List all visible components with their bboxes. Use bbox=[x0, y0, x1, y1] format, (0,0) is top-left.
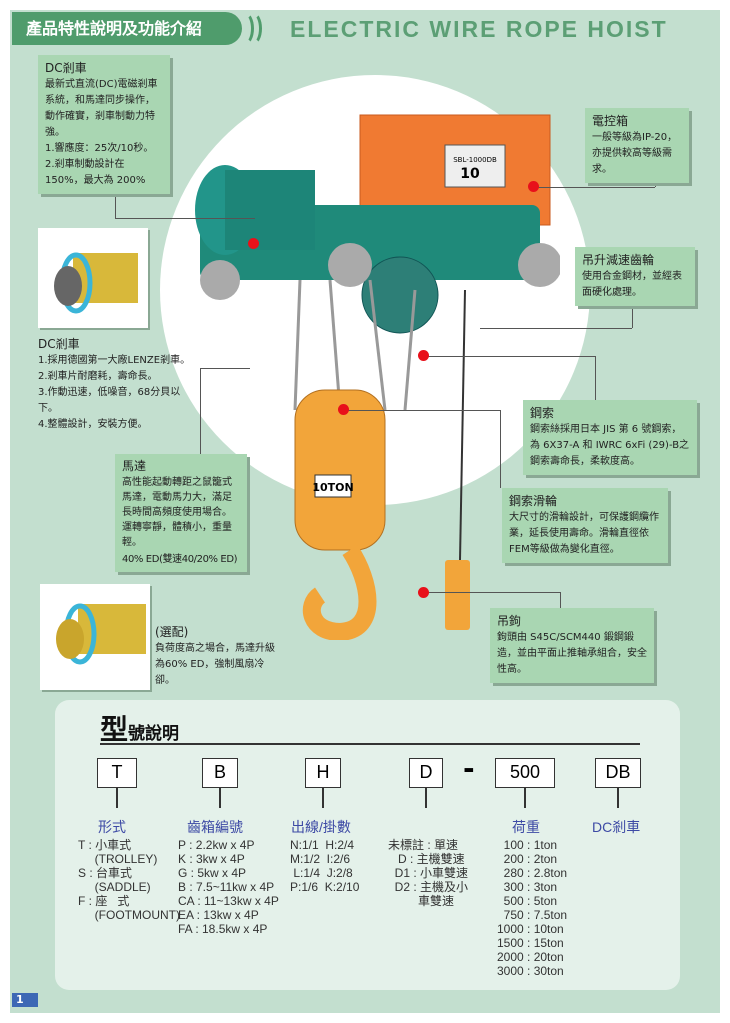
callout-text: 鋼索絲採用日本 JIS 第 6 號鋼索，為 6X37-A 和 IWRC 6xFi… bbox=[530, 424, 690, 467]
callout-title: 鋼索滑輪 bbox=[509, 494, 558, 508]
marker-dot bbox=[418, 350, 429, 361]
callout-text: 3.作動迅速，低噪音，68分貝以下。 bbox=[38, 387, 181, 414]
marker-dot bbox=[528, 181, 539, 192]
code-reeving: H bbox=[305, 758, 341, 788]
hoist-illustration: SBL-1000DB 10 10TON bbox=[195, 114, 560, 640]
callout-text: 40% ED(雙速40/20% ED) bbox=[122, 554, 238, 565]
type-list: T : 小車式 (TROLLEY) S : 台車式 (SADDLE) F : 座… bbox=[78, 838, 180, 922]
page-number: 1 bbox=[12, 993, 38, 1007]
callout-text: 高性能起動轉距之鼠籠式馬達，電動馬力大，滿足長時間高頻度使用場合。運轉寧靜，體積… bbox=[122, 477, 232, 548]
callout-rope: 鋼索 鋼索絲採用日本 JIS 第 6 號鋼索，為 6X37-A 和 IWRC 6… bbox=[523, 400, 697, 475]
code-type: T bbox=[97, 758, 137, 788]
label-type: 形式 bbox=[98, 819, 126, 835]
callout-text: 2.剎車制動設計在150%，最大為 200% bbox=[45, 159, 146, 186]
callout-dc-brake: DC剎車 1.採用德國第一大廠LENZE剎車。 2.剎車片耐磨耗，壽命長。 3.… bbox=[38, 336, 198, 433]
callout-title: (選配) bbox=[155, 625, 189, 639]
callout-title: 鋼索 bbox=[530, 406, 555, 420]
callout-title: 吊升減速齒輪 bbox=[582, 253, 655, 267]
callout-title: DC剎車 bbox=[45, 61, 87, 75]
callout-control-box: 電控箱 一般等級為IP-20，亦提供較高等級需求。 bbox=[585, 108, 689, 183]
banner-arc bbox=[244, 12, 262, 45]
hook-capacity-label: 10TON bbox=[312, 481, 353, 494]
model-title-rest: 號說明 bbox=[128, 724, 180, 744]
plate-ton: 10 bbox=[460, 166, 480, 182]
page-title: ELECTRIC WIRE ROPE HOIST bbox=[290, 16, 668, 42]
callout-title: 馬達 bbox=[122, 459, 147, 473]
callout-title: DC剎車 bbox=[38, 337, 80, 351]
callout-text: 1.響應度：25次/10秒。 bbox=[45, 143, 154, 154]
code-load: 500 bbox=[495, 758, 555, 788]
speed-list: 未標註 : 單速 D : 主機雙速 D1 : 小車雙速 D2 : 主機及小 車雙… bbox=[388, 838, 469, 908]
model-title: 型號說明 bbox=[100, 708, 179, 748]
callout-text: 大尺寸的滑輪設計，可保護鋼纜作業，延長使用壽命。滑輪直徑依FEM等級做為變化直徑… bbox=[509, 512, 659, 555]
callout-gear: 吊升減速齒輪 使用合金鋼材，並經表面硬化處理。 bbox=[575, 247, 695, 306]
marker-dot bbox=[418, 587, 429, 598]
callout-motor: 馬達 高性能起動轉距之鼠籠式馬達，電動馬力大，滿足長時間高頻度使用場合。運轉寧靜… bbox=[115, 454, 247, 572]
callout-sheave: 鋼索滑輪 大尺寸的滑輪設計，可保護鋼纜作業，延長使用壽命。滑輪直徑依FEM等級做… bbox=[502, 488, 668, 563]
model-title-big: 型 bbox=[100, 713, 129, 746]
label-load: 荷重 bbox=[512, 819, 540, 835]
callout-text: 使用合金鋼材，並經表面硬化處理。 bbox=[582, 271, 682, 298]
callout-text: 鉤頭由 S45C/SCM440 鍛鋼鍛造，並由平面止推軸承組合，安全性高。 bbox=[497, 632, 647, 675]
callout-dc-brake-top: DC剎車 最新式直流(DC)電磁剎車系統，和馬達同步操作，動作確實，剎車制動力特… bbox=[38, 55, 170, 194]
callout-text: 最新式直流(DC)電磁剎車系統，和馬達同步操作，動作確實，剎車制動力特強。 bbox=[45, 79, 158, 138]
gear-list: P : 2.2kw x 4P K : 3kw x 4P G : 5kw x 4P… bbox=[178, 838, 279, 936]
dc-brake-image bbox=[38, 228, 148, 328]
code-brake: DB bbox=[595, 758, 641, 788]
plate-model: SBL-1000DB bbox=[453, 156, 497, 164]
callout-text: 負荷度高之場合，馬達升級為60% ED，強制風扇冷卻。 bbox=[155, 643, 275, 686]
label-brake: DC剎車 bbox=[592, 819, 641, 835]
callout-title: 電控箱 bbox=[592, 114, 629, 128]
code-dash: - bbox=[463, 752, 475, 785]
callout-text: 4.整體設計，安裝方便。 bbox=[38, 419, 148, 430]
callout-title: 吊鉤 bbox=[497, 614, 522, 628]
callout-hook: 吊鉤 鉤頭由 S45C/SCM440 鍛鋼鍛造，並由平面止推軸承組合，安全性高。 bbox=[490, 608, 654, 683]
load-list: 100 : 1ton 200 : 2ton 280 : 2.8ton 300 :… bbox=[497, 838, 568, 978]
callout-text: 1.採用德國第一大廠LENZE剎車。 bbox=[38, 355, 191, 366]
marker-dot bbox=[248, 238, 259, 249]
callout-option: (選配) 負荷度高之場合，馬達升級為60% ED，強制風扇冷卻。 bbox=[155, 624, 275, 689]
reeving-list: N:1/1 H:2/4 M:1/2 I:2/6 L:1/4 J:2/8 P:1/… bbox=[290, 838, 360, 894]
code-gear: B bbox=[202, 758, 238, 788]
motor-option-image bbox=[40, 584, 150, 690]
marker-dot bbox=[338, 404, 349, 415]
label-gear: 齒箱編號 bbox=[187, 819, 243, 835]
callout-text: 一般等級為IP-20，亦提供較高等級需求。 bbox=[592, 132, 678, 175]
section-banner: 產品特性說明及功能介紹 bbox=[12, 12, 242, 45]
label-reeving: 出線/掛數 bbox=[291, 819, 351, 835]
model-explanation-panel bbox=[55, 700, 680, 990]
code-speed: D bbox=[409, 758, 443, 788]
title-underline bbox=[100, 743, 640, 745]
callout-text: 2.剎車片耐磨耗，壽命長。 bbox=[38, 371, 158, 382]
